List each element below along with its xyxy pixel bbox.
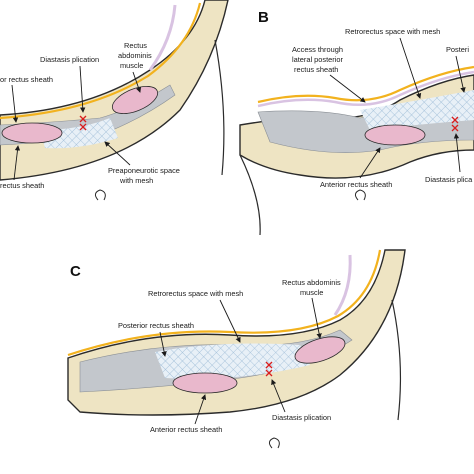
panel-c-letter: C [70, 263, 81, 280]
panel-b-leader-lines [329, 37, 466, 179]
panel-a-leader-lines [11, 65, 142, 181]
panel-a-preaponeurotic-label-1: Preaponeurotic space [108, 166, 180, 175]
panel-b-yellow-line [257, 65, 474, 104]
panel-b-anterior-sheath-label: Anterior rectus sheath [320, 180, 392, 189]
panel-b-navel-icon [354, 189, 366, 201]
panel-c-rectus-muscle-left [172, 372, 238, 394]
panel-a-skin-fat [0, 0, 229, 181]
panel-a-anterior-sheath-label: rectus sheath [0, 181, 44, 190]
panel-c-purple-line [333, 254, 352, 316]
panel-c-leader-lines [159, 297, 322, 425]
panel-c-rectus-label-2: muscle [300, 288, 323, 297]
panel-b-mesh [360, 90, 474, 130]
panel-c-diastasis-label: Diastasis plication [272, 413, 331, 422]
panel-a-diastasis-label: Diastasis plication [40, 55, 99, 64]
panel-c: C Retrorectus space with mesh Rectus abd… [67, 249, 406, 449]
panel-c-anterior-sheath-label: Anterior rectus sheath [150, 425, 222, 434]
panel-a: or rectus sheath Diastasis plication Rec… [0, 0, 229, 201]
panel-b: B Retrorectus space with mesh Access thr… [239, 9, 474, 236]
panel-b-access-label-3: rectus sheath [294, 65, 338, 74]
panel-a-suture-icon [79, 115, 87, 131]
panel-c-suture-icon [265, 361, 273, 377]
panel-a-preaponeurotic-label-2: with mesh [119, 176, 153, 185]
panel-b-access-label-2: lateral posterior [292, 55, 343, 64]
panel-a-right-contour [214, 39, 225, 176]
panel-a-purple-line [148, 4, 177, 71]
panel-a-rectus-label-1: Rectus [124, 41, 147, 50]
panel-b-diastasis-label: Diastasis plica [425, 175, 473, 184]
panel-b-rectus-muscle-left [364, 124, 426, 146]
panel-c-posterior-sheath-label: Posterior rectus sheath [118, 321, 194, 330]
panel-c-yellow-line [67, 249, 382, 357]
panel-a-rectus-label-3: muscle [120, 61, 143, 70]
panel-c-right-contour [391, 299, 402, 421]
panel-b-outline [239, 154, 261, 236]
panel-a-yellow-line [0, 2, 202, 120]
panel-b-access-label-1: Access through [292, 45, 343, 54]
panel-b-posterior-label: Posteri [446, 45, 469, 54]
panel-c-retrorectus-label: Retrorectus space with mesh [148, 289, 243, 298]
panel-c-rectus-muscle-right [294, 336, 346, 364]
panel-b-retrorectus-label: Retrorectus space with mesh [345, 27, 440, 36]
panel-b-suture-icon [451, 116, 459, 132]
panel-c-navel-icon [268, 437, 280, 449]
panel-a-mesh [40, 118, 118, 149]
panel-c-rectus-label-1: Rectus abdominis [282, 278, 341, 287]
panel-a-rectus-muscle-left [1, 122, 63, 144]
panel-a-rectus-muscle-right [111, 86, 159, 114]
panel-a-rectus-label-2: abdominis [118, 51, 152, 60]
panel-a-posterior-sheath-label: or rectus sheath [0, 75, 53, 84]
panel-b-letter: B [258, 9, 269, 26]
panel-b-purple-line [257, 70, 474, 108]
panel-a-navel-icon [94, 189, 106, 201]
